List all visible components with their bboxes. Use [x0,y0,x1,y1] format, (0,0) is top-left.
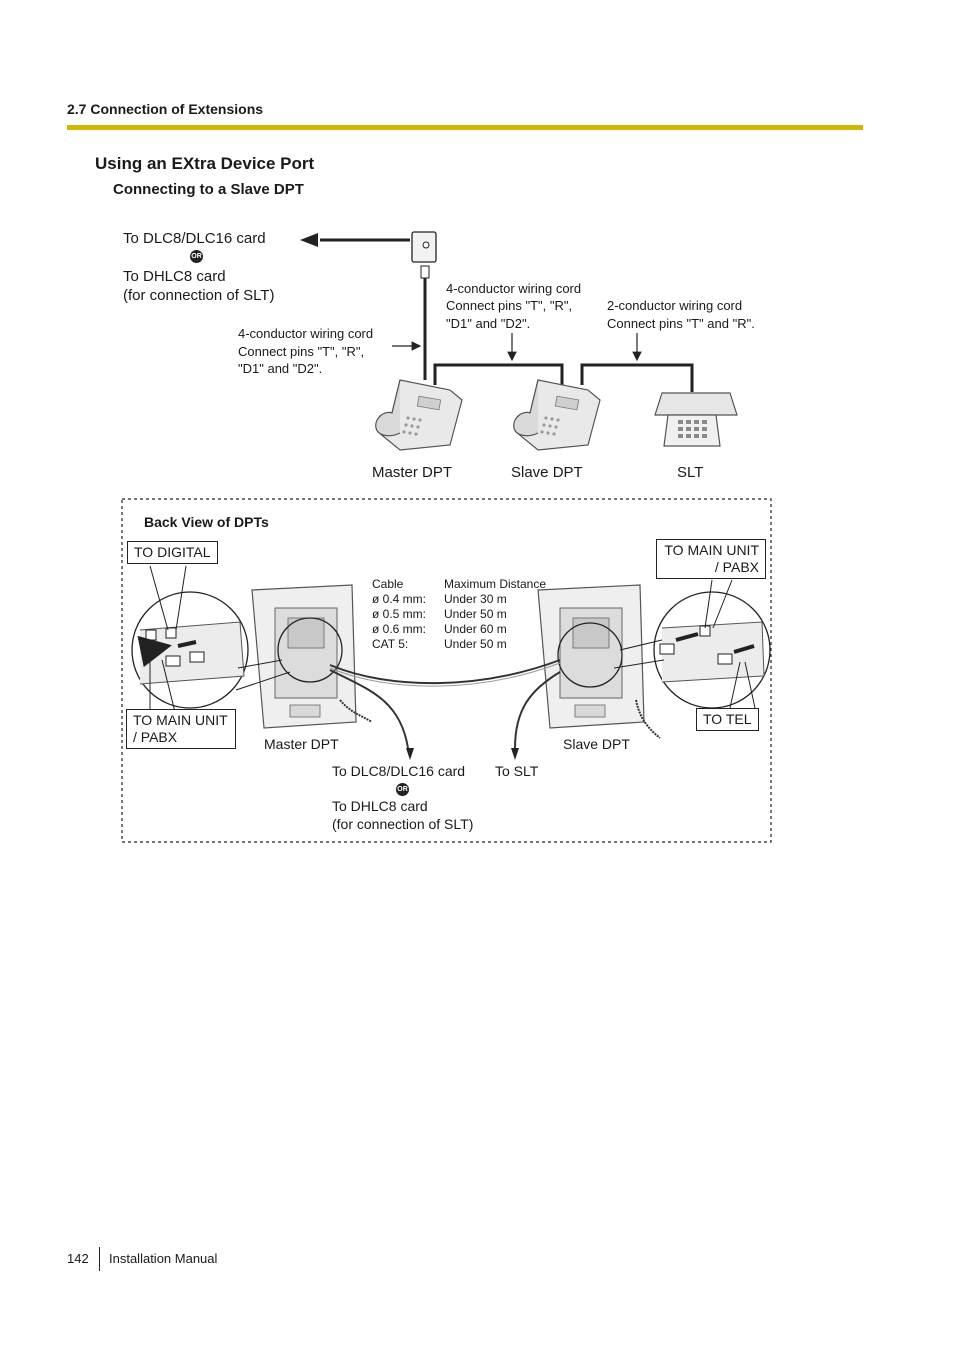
header-rule [67,125,863,130]
master-dpt-phone-icon [375,379,463,451]
master-dpt-back-icon [251,584,357,729]
cable-row-3: ø 0.6 mm: [372,622,427,636]
cable-row-2: ø 0.5 mm: [372,607,427,621]
page-heading: Using an EXtra Device Port [95,154,315,173]
cord-left-line1: 4-conductor wiring cord [238,326,374,341]
to-main-left-line1: TO MAIN UNIT [133,712,228,728]
right-zoom-detail [653,591,771,709]
back-master-label: Master DPT [264,736,339,752]
top-destination-line2: To DHLC8 card [123,268,226,285]
cable-row-4: CAT 5: [372,637,409,651]
distance-row-3: Under 60 m [444,622,507,636]
footer-divider [99,1247,100,1271]
distance-row-1: Under 30 m [444,592,507,606]
top-destination-line1: To DLC8/DLC16 card [123,230,266,247]
slt-phone-icon [654,392,738,447]
modular-jack-icon [411,231,437,279]
back-slave-label: Slave DPT [563,736,630,752]
top-destination-line3: (for connection of SLT) [123,287,275,304]
slave-dpt-label: Slave DPT [511,464,583,481]
distance-row-2: Under 50 m [444,607,507,621]
master-dpt-label: Master DPT [372,464,453,481]
to-digital-callout: TO DIGITAL [127,541,218,564]
cable-table: Cable Maximum Distance ø 0.4 mm: Under 3… [372,577,546,652]
back-view-title: Back View of DPTs [144,514,269,530]
cord-middle-line1: 4-conductor wiring cord [446,281,582,296]
slave-dpt-back-icon [537,584,645,729]
back-view-frame [121,498,772,843]
cord-right-line2: Connect pins "T" and "R". [607,316,755,331]
cord-left-line2: Connect pins "T", "R", [238,344,365,359]
page-number: 142 [67,1251,89,1266]
to-tel-text: TO TEL [703,711,752,727]
bottom-or-badge: OR [396,783,409,796]
to-main-left-line2: / PABX [133,729,178,745]
distance-row-4: Under 50 m [444,637,507,651]
slave-dpt-phone-icon [513,379,601,451]
to-main-right-callout: TO MAIN UNIT / PABX [656,539,766,579]
top-or-badge: OR [190,250,203,263]
bottom-destination-line1: To DLC8/DLC16 card [332,763,466,779]
to-card-arrow [300,233,410,247]
to-main-left-callout: TO MAIN UNIT / PABX [126,709,236,749]
slt-label: SLT [677,464,704,481]
left-zoom-detail [131,591,249,709]
cable-row-1: ø 0.4 mm: [372,592,427,606]
bottom-destination-line2: To DHLC8 card [332,798,428,814]
to-main-right-line2: / PABX [714,559,759,575]
cable-header: Cable [372,577,404,591]
to-tel-callout: TO TEL [696,708,759,731]
cord-middle-line3: "D1" and "D2". [446,316,531,331]
to-main-right-line1: TO MAIN UNIT [664,542,759,558]
distance-header: Maximum Distance [444,577,547,591]
section-title: 2.7 Connection of Extensions [67,101,264,117]
bottom-destination-line3: (for connection of SLT) [332,816,474,832]
cord-right-line1: 2-conductor wiring cord [607,298,743,313]
cord-left-line3: "D1" and "D2". [238,361,323,376]
manual-title: Installation Manual [109,1251,218,1266]
to-slt-label: To SLT [495,763,539,779]
page-subheading: Connecting to a Slave DPT [113,181,304,198]
cord-middle-line2: Connect pins "T", "R", [446,298,573,313]
to-digital-text: TO DIGITAL [134,544,211,560]
